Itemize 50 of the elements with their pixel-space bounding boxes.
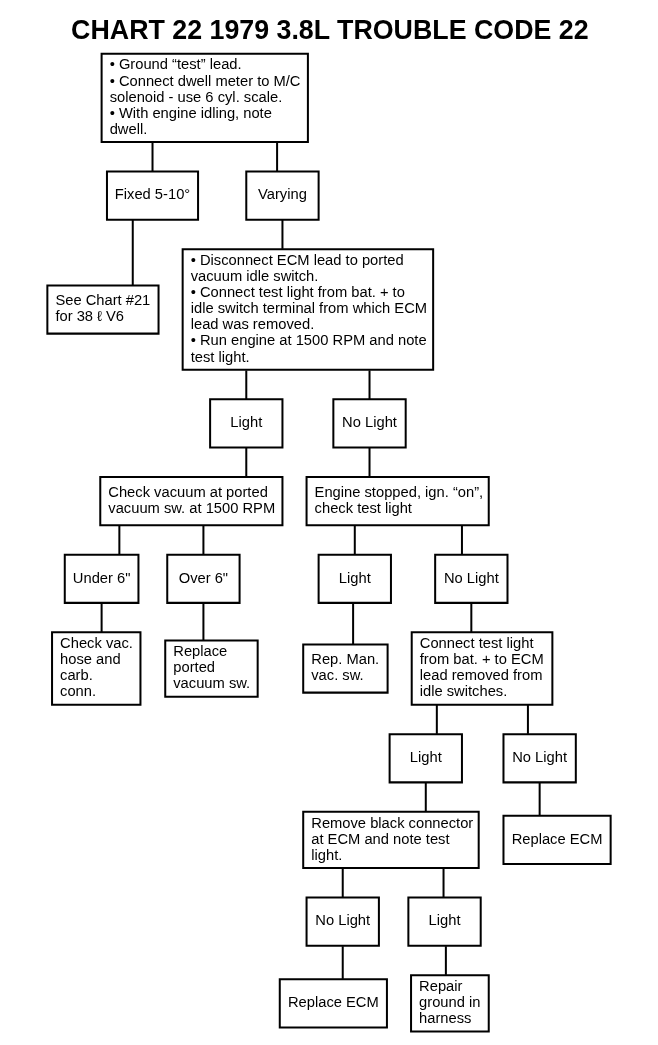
connector [526, 705, 529, 734]
connector [131, 219, 134, 286]
node-box: Repair ground in harness [410, 974, 490, 1033]
connector [341, 868, 344, 898]
connector [100, 603, 103, 633]
node-box: Check vac. hose and carb. conn. [51, 631, 142, 706]
connector [118, 525, 121, 555]
node-box: • Disconnect ECM lead to ported vacuum idle switch. • Connect test light from bat. + to idle switch terminal from which ECM lead was removed. • Run engine at 1500 RPM and note test light. [181, 248, 435, 371]
node-box: Over 6" [166, 553, 241, 604]
connector [281, 219, 284, 249]
connector [538, 782, 541, 816]
node-box: Rep. Man. vac. sw. [302, 643, 389, 694]
node-box: Engine stopped, ign. “on”, check test light [305, 475, 490, 527]
node-box: Under 6" [63, 553, 140, 604]
connector [276, 142, 279, 171]
connector [245, 447, 248, 477]
connector [444, 946, 447, 975]
node-box: No Light [305, 896, 380, 947]
node-box: Light [407, 896, 482, 947]
node-box: No Light [332, 398, 407, 449]
connector [470, 603, 473, 633]
node-box: Light [317, 553, 392, 604]
node-box: Check vacuum at ported vacuum sw. at 1500 RPM [99, 475, 284, 527]
node-box: Replace ported vacuum sw. [164, 639, 259, 698]
node-box: Connect test light from bat. + to ECM lead removed from idle switches. [410, 631, 554, 706]
connector [352, 603, 355, 644]
node-box: No Light [502, 733, 577, 784]
connector [435, 705, 438, 734]
node-box: Replace ECM [278, 978, 388, 1029]
connector [245, 370, 248, 400]
node-box: Varying [245, 170, 320, 221]
node-box: Replace ECM [502, 814, 612, 866]
connector [341, 946, 344, 979]
node-box: No Light [434, 553, 509, 604]
node-box: See Chart #21 for 38 ℓ V6 [46, 284, 160, 335]
node-box: Light [388, 733, 463, 784]
connector [424, 782, 427, 812]
connector [460, 525, 463, 555]
connector [368, 370, 371, 400]
connector [353, 525, 356, 555]
node-box: Fixed 5-10° [105, 170, 200, 221]
diagram-title: CHART 22 1979 3.8L TROUBLE CODE 22 [71, 14, 589, 45]
node-box: • Ground “test” lead. • Connect dwell meter to M/C solenoid - use 6 cyl. scale. • With engine idling, note dwell. [100, 52, 309, 144]
connector [202, 525, 205, 555]
connector [368, 447, 371, 477]
connector [442, 868, 445, 898]
node-box: Light [209, 398, 284, 449]
connector [202, 603, 205, 641]
node-box: Remove black connector at ECM and note test light. [302, 810, 480, 870]
connector [151, 142, 154, 171]
